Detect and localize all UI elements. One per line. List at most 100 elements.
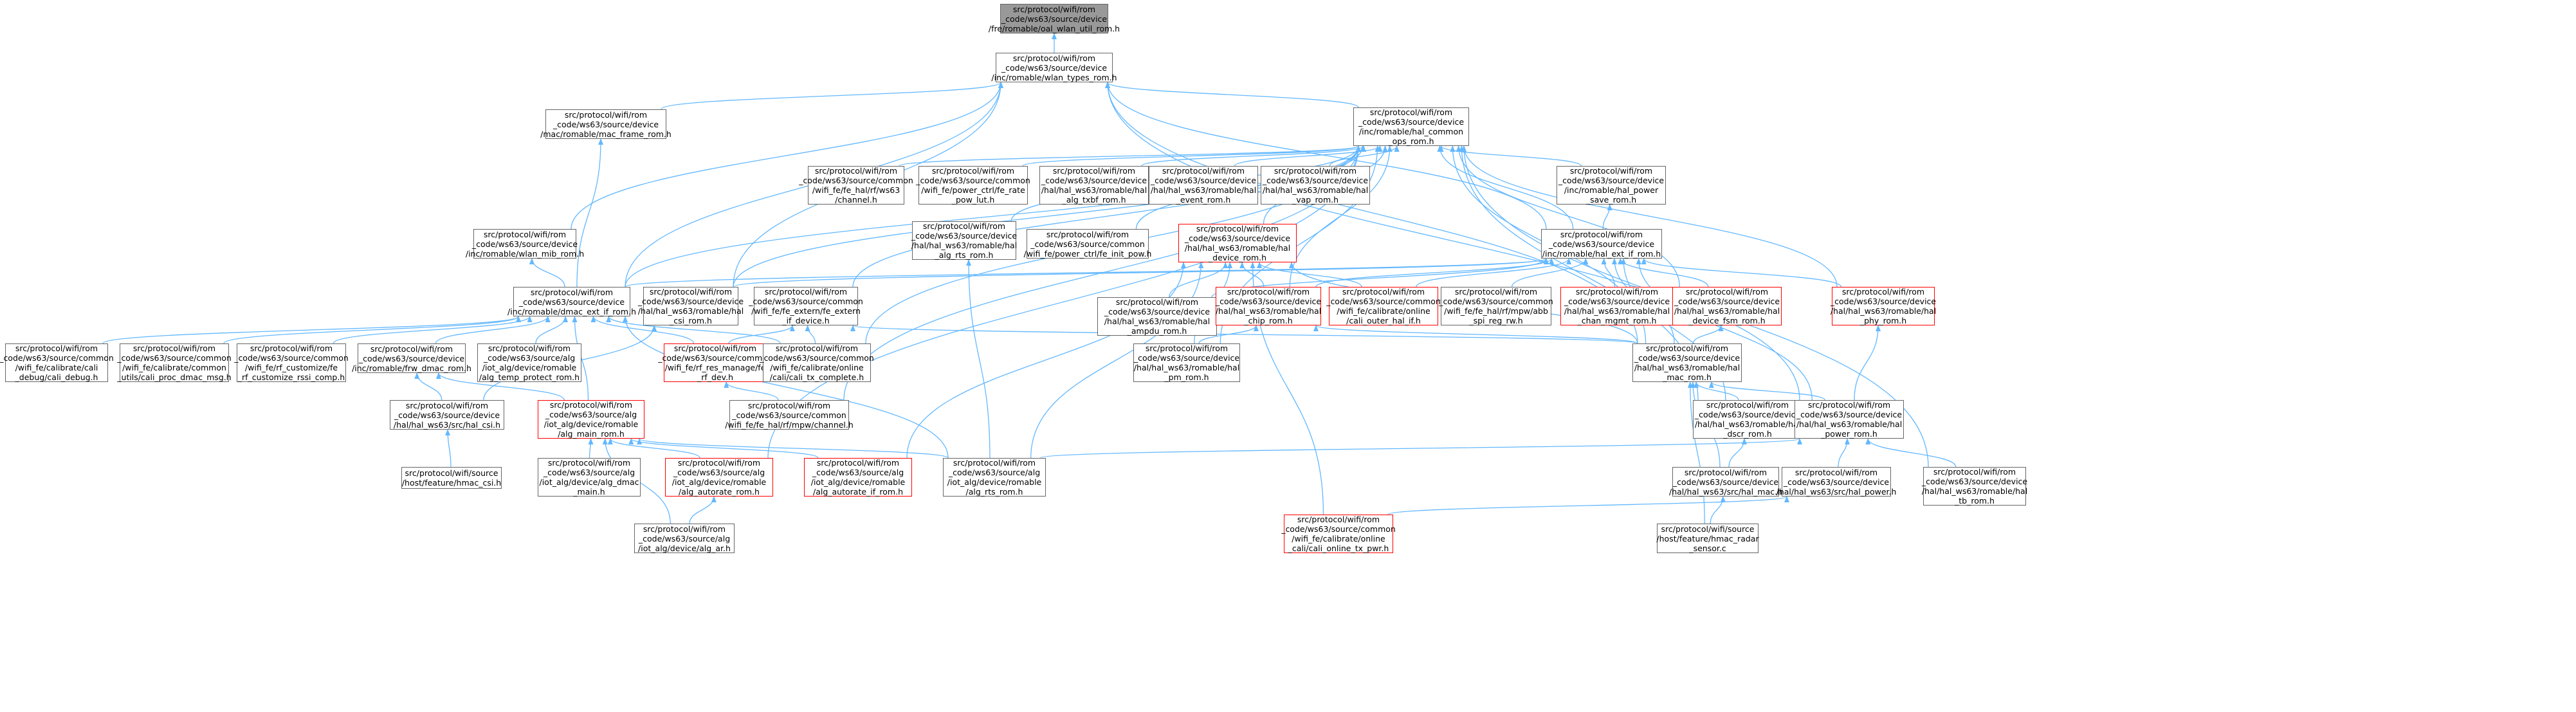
- node-label-line: /hal/hal_ws63/romable/hal: [1184, 243, 1291, 253]
- dependency-edge: [102, 316, 521, 344]
- graph-node[interactable]: src/protocol/wifi/rom_code/ws63/source/d…: [390, 400, 504, 430]
- graph-node[interactable]: src/protocol/wifi/rom_code/ws63/source/a…: [943, 458, 1046, 497]
- graph-node[interactable]: src/protocol/wifi/rom_code/ws63/source/d…: [1672, 287, 1782, 325]
- node-label-line: _main.h: [573, 487, 605, 497]
- node-label-line: src/protocol/wifi/rom: [1795, 467, 1878, 477]
- graph-node[interactable]: src/protocol/wifi/rom_code/ws63/source/c…: [0, 343, 114, 382]
- graph-node[interactable]: src/protocol/wifi/rom_code/ws63/source/a…: [538, 400, 644, 439]
- graph-node[interactable]: src/protocol/wifi/rom_code/ws63/source/d…: [1922, 467, 2027, 506]
- node-label-line: _pm_rom.h: [1164, 372, 1209, 382]
- graph-node[interactable]: src/protocol/wifi/rom_code/ws63/source/d…: [638, 287, 744, 325]
- graph-node[interactable]: src/protocol/wifi/rom_code/ws63/source/c…: [749, 287, 863, 325]
- node-label-line: src/protocol/wifi/rom: [1933, 467, 2016, 477]
- node-label-line: /inc/romable/frw_dmac_rom.h: [352, 363, 471, 373]
- graph-node[interactable]: src/protocol/wifi/rom_code/ws63/source/d…: [991, 53, 1117, 82]
- node-label-line: _code/ws63/source/common: [1326, 297, 1441, 306]
- graph-node[interactable]: src/protocol/wifi/rom_code/ws63/source/a…: [804, 458, 912, 497]
- node-label-line: /wifi_fe/fe_extern/fe_extern: [751, 306, 861, 316]
- node-label-line: _sensor.c: [1689, 543, 1726, 553]
- graph-node[interactable]: src/protocol/wifi/rom_code/ws63/source/d…: [1261, 166, 1370, 205]
- graph-node[interactable]: src/protocol/wifi/rom_code/ws63/source/a…: [665, 458, 773, 497]
- dependency-edge: [1257, 262, 1362, 288]
- graph-node[interactable]: src/protocol/wifi/rom_code/ws63/source/d…: [1178, 224, 1297, 262]
- node-label-line: src/protocol/wifi/rom: [922, 221, 1006, 231]
- graph-node[interactable]: src/protocol/wifi/rom_code/ws63/source/a…: [477, 343, 581, 382]
- node-label-line: /alg_autorate_if_rom.h: [812, 487, 903, 497]
- node-label-line: _dscr_rom.h: [1723, 429, 1772, 439]
- node-label-line: src/protocol/wifi/rom: [1706, 400, 1789, 410]
- graph-node[interactable]: src/protocol/wifi/rom_code/ws63/source/d…: [466, 229, 584, 259]
- graph-node[interactable]: src/protocol/wifi/rom_code/ws63/source/d…: [1353, 107, 1469, 146]
- graph-node[interactable]: src/protocol/wifi/rom_code/ws63/source/d…: [507, 287, 636, 316]
- node-label-line: /wifi_fe/fe_hal/rf/mpw/channel.h: [725, 419, 854, 430]
- node-label-line: src/protocol/wifi/rom: [1569, 166, 1653, 176]
- graph-node[interactable]: src/protocol/wifi/rom_code/ws63/source/d…: [1777, 467, 1896, 497]
- graph-node[interactable]: src/protocol/wifi/rom_code/ws63/source/d…: [1541, 229, 1662, 259]
- graph-node[interactable]: src/protocol/wifi/rom_code/ws63/source/a…: [538, 458, 641, 497]
- node-label-line: /wifi_fe/calibrate/online: [1292, 534, 1385, 543]
- graph-node[interactable]: src/protocol/wifi/rom_code/ws63/source/c…: [117, 343, 232, 382]
- graph-node[interactable]: src/protocol/wifi/rom_code/ws63/source/c…: [1439, 287, 1553, 325]
- node-label-line: _code/ws63/source/alg: [638, 533, 731, 543]
- graph-node[interactable]: src/protocol/wifi/rom_code/ws63/source/d…: [540, 109, 671, 139]
- node-label-line: src/protocol/wifi/rom: [649, 287, 733, 297]
- graph-node[interactable]: src/protocol/wifi/rom_code/ws63/source/d…: [1557, 166, 1666, 205]
- dependency-edge: [805, 325, 816, 344]
- dependency-edge: [850, 325, 1638, 344]
- node-label-line: src/protocol/wifi/rom: [931, 166, 1015, 176]
- node-label-line: src/protocol/wifi/rom: [953, 458, 1036, 468]
- node-label-line: _code/ws63/source/device: [911, 231, 1018, 241]
- graph-node[interactable]: src/protocol/wifi/rom_code/ws63/source/d…: [1795, 400, 1904, 439]
- node-label-line: src/protocol/wifi/rom: [775, 343, 859, 353]
- node-label-line: _code/ws63/source/common: [760, 353, 874, 363]
- node-label-line: src/protocol/wifi/rom: [547, 458, 631, 468]
- node-label-line: _code/ws63/source/device: [518, 297, 625, 307]
- graph-node[interactable]: src/protocol/wifi/rom_code/ws63/source/d…: [352, 343, 471, 373]
- node-label-line: _ops_rom.h: [1388, 136, 1434, 146]
- graph-node[interactable]: src/protocol/wifi/rom_code/ws63/source/c…: [234, 343, 349, 382]
- graph-node[interactable]: src/protocol/wifi/rom_code/ws63/source/d…: [1133, 343, 1240, 382]
- node-label-line: /iot_alg/device/romable: [947, 477, 1042, 487]
- graph-node[interactable]: src/protocol/wifi/rom_code/ws63/source/c…: [799, 166, 913, 205]
- graph-node[interactable]: src/protocol/wifi/rom_code/ws63/source/d…: [1632, 343, 1742, 382]
- graph-node[interactable]: src/protocol/wifi/rom_code/ws63/source/c…: [760, 343, 874, 382]
- node-label-line: /wifi_fe/power_ctrl/fe_rate: [921, 185, 1025, 195]
- graph-node[interactable]: src/protocol/wifi/rom_code/ws63/source/d…: [911, 221, 1018, 260]
- node-label-line: _code/ws63/source/device: [1634, 353, 1740, 363]
- node-label-line: src/protocol/wifi/rom: [370, 343, 453, 354]
- graph-node[interactable]: src/protocol/wifi/rom_code/ws63/source/d…: [1216, 287, 1321, 325]
- graph-node[interactable]: src/protocol/wifi/rom_code/ws63/source/d…: [1560, 287, 1674, 325]
- dependency-edge: [767, 145, 1361, 459]
- graph-node[interactable]: src/protocol/wifi/rom_code/ws63/source/c…: [658, 343, 772, 382]
- dependency-edge: [1602, 204, 1612, 230]
- graph-node[interactable]: src/protocol/wifi/source/host/feature/hm…: [1656, 524, 1759, 553]
- node-label-line: src/protocol/wifi/rom: [1012, 4, 1096, 14]
- graph-node[interactable]: src/protocol/wifi/rom_code/ws63/source/d…: [1039, 166, 1149, 205]
- graph-node[interactable]: src/protocol/wifi/rom_code/ws63/source/d…: [989, 4, 1120, 33]
- graph-node[interactable]: src/protocol/wifi/rom_code/ws63/source/d…: [1693, 400, 1802, 439]
- graph-node[interactable]: src/protocol/wifi/rom_code/ws63/source/c…: [1326, 287, 1441, 325]
- node-label-line: src/protocol/wifi/rom: [1575, 287, 1659, 297]
- graph-node[interactable]: src/protocol/wifi/rom_code/ws63/source/d…: [1669, 467, 1783, 497]
- graph-node[interactable]: src/protocol/wifi/rom_code/ws63/source/c…: [1281, 515, 1396, 553]
- graph-node[interactable]: src/protocol/wifi/rom_code/ws63/source/a…: [634, 524, 735, 553]
- graph-node[interactable]: src/protocol/wifi/rom_code/ws63/source/c…: [1024, 229, 1151, 259]
- graph-node[interactable]: src/protocol/wifi/rom_code/ws63/source/d…: [1149, 166, 1258, 205]
- node-label-line: /channel.h: [835, 195, 877, 205]
- node-label-line: /hal/hal_ws63/romable/hal: [1830, 306, 1937, 316]
- graph-node[interactable]: src/protocol/wifi/rom_code/ws63/source/d…: [1830, 287, 1937, 325]
- node-label-line: /hal/hal_ws63/src/hal_mac.h: [1669, 486, 1783, 497]
- node-label-line: _spi_reg_rw.h: [1469, 316, 1523, 325]
- dependency-edge: [1387, 496, 1789, 515]
- node-label-line: _mac_rom.h: [1663, 372, 1712, 382]
- node-label-line: /hal/hal_ws63/romable/hal: [637, 306, 744, 316]
- graph-node[interactable]: src/protocol/wifi/rom_code/ws63/source/c…: [916, 166, 1030, 205]
- node-label-line: _cali/cali_online_tx_pwr.h: [1288, 543, 1389, 553]
- node-label-line: /hal/hal_ws63/src/hal_power.h: [1776, 486, 1897, 497]
- dependency-edge: [1315, 258, 1555, 288]
- node-label-line: src/protocol/wifi/rom: [1012, 53, 1096, 63]
- graph-node[interactable]: src/protocol/wifi/source/host/feature/hm…: [401, 467, 502, 489]
- node-label-line: _code/ws63/source/device: [1672, 477, 1779, 487]
- graph-node[interactable]: src/protocol/wifi/rom_code/ws63/source/d…: [1097, 297, 1217, 336]
- graph-node[interactable]: src/protocol/wifi/rom_code/ws63/source/c…: [725, 400, 854, 430]
